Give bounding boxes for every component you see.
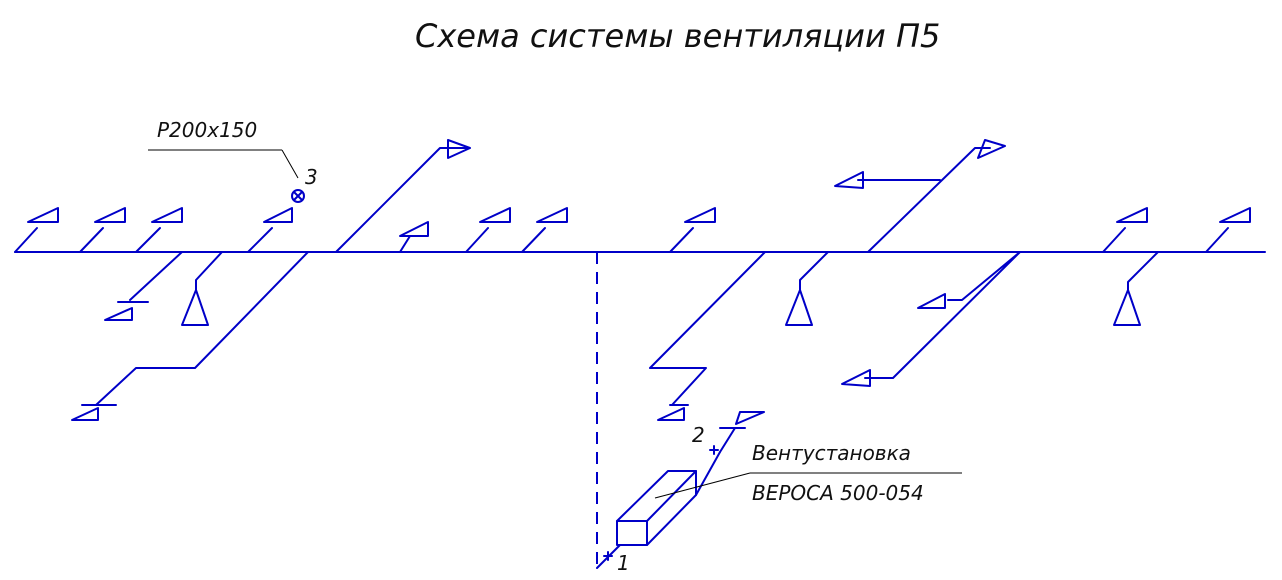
branch-lower-left-1 — [104, 251, 183, 321]
branch-lower-left-2 — [181, 251, 223, 326]
branch-lower-right-3 — [1113, 251, 1159, 326]
branch-lower-left-3 — [71, 251, 309, 421]
grille-leader — [281, 149, 299, 179]
branch-upper-right-side — [834, 171, 941, 189]
intake-grille — [719, 411, 765, 429]
unit-name: Вентустановка — [752, 441, 911, 465]
marker-2-label: 2 — [692, 423, 705, 447]
unit-model: ВЕРОСА 500-054 — [752, 481, 924, 505]
branch-lower-right-1 — [785, 251, 829, 326]
branch-lower-right-2 — [841, 251, 1021, 387]
branch-upper-left — [335, 139, 471, 253]
ventilation-unit — [616, 427, 736, 546]
unit-leader — [654, 472, 751, 499]
diagram-title: Схема системы вентиляции П5 — [415, 17, 940, 55]
marker-2 — [709, 445, 719, 455]
grille-label: Р200х150 — [157, 118, 257, 142]
damper-icon — [291, 189, 305, 203]
branch-upper-right — [867, 139, 1006, 253]
marker-3-label: 3 — [305, 165, 318, 189]
branch-group-top — [14, 207, 1251, 253]
marker-1-label: 1 — [617, 551, 630, 575]
marker-1 — [603, 551, 613, 561]
branch-lower-mid — [649, 251, 766, 421]
